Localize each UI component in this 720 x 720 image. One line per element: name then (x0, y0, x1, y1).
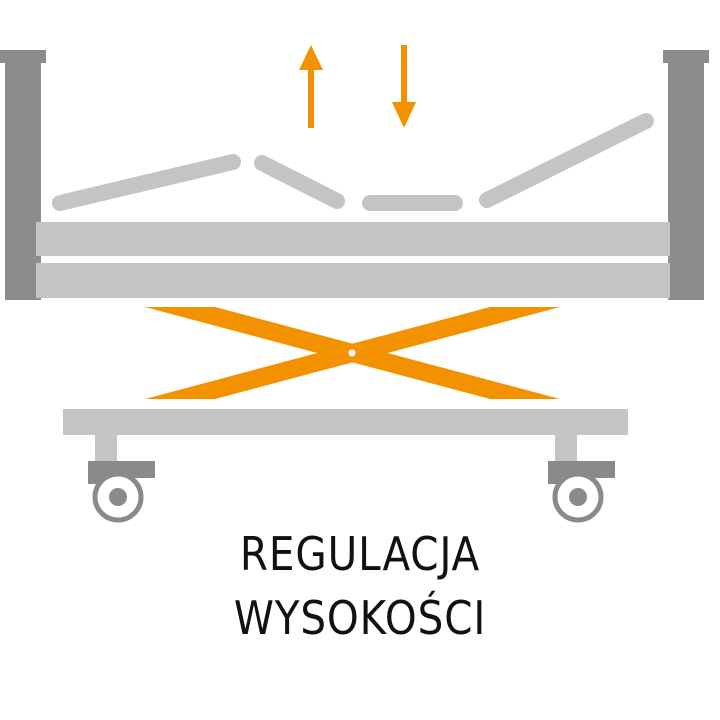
leg-segment (479, 113, 654, 208)
caster-wheel-icon (548, 435, 615, 523)
down-arrow-icon (392, 45, 416, 128)
scissor-lift-icon (145, 307, 560, 399)
caption-line-2: WYSOKOŚCI (233, 591, 487, 645)
feature-caption: REGULACJA WYSOKOŚCI (43, 522, 677, 650)
caption-line-1: REGULACJA (239, 527, 481, 581)
caster-wheel-icon (88, 435, 155, 523)
upper-rail (36, 222, 670, 256)
backrest-segment (52, 154, 241, 211)
seat-segment (254, 155, 345, 209)
lower-rail (36, 263, 670, 298)
headboard-post (0, 50, 46, 300)
bed-base (63, 409, 628, 435)
footboard-post (663, 50, 709, 300)
up-arrow-icon (299, 45, 323, 128)
mattress-segments (52, 113, 654, 211)
